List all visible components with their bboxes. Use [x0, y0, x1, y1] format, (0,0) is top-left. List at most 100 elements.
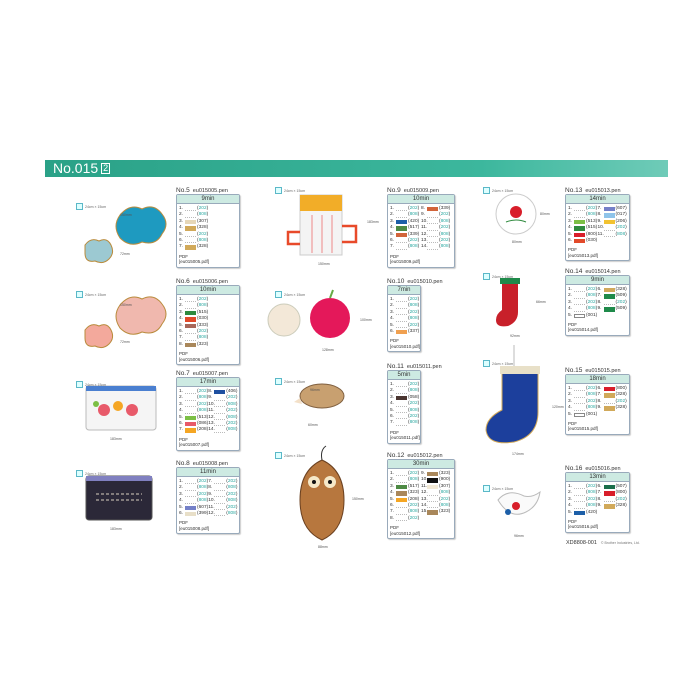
stocking-small-image [496, 278, 520, 327]
pdf-reference[interactable]: PDF[eu015006.pdf] [177, 348, 239, 364]
pdf-file-name[interactable]: [eu015006.pdf] [179, 356, 210, 362]
thread-color-swatch [574, 226, 585, 231]
pdf-reference[interactable]: PDF[eu015010.pdf] [388, 335, 420, 351]
pen-file-name[interactable]: eu015006.pen [192, 279, 228, 285]
pdf-reference[interactable]: PDF[eu015015.pdf] [566, 418, 629, 434]
thread-row: 3.(202) [390, 309, 420, 316]
pen-file-name[interactable]: eu015010.pen [407, 279, 443, 285]
thread-code: 808 [440, 244, 449, 250]
thread-order: 1. [568, 386, 573, 391]
thread-color-swatch [185, 390, 196, 395]
thread-color-swatch [396, 421, 407, 426]
dimension-label: 80mm [512, 240, 522, 244]
pdf-reference[interactable]: PDF[eu015012.pdf] [388, 522, 454, 538]
pdf-file-name[interactable]: [eu015015.pdf] [568, 426, 599, 432]
thread-column: 6.(800)7.(328)8.(202)9.(328) [598, 386, 628, 418]
thread-row: 10.(808) [421, 218, 451, 225]
pdf-reference[interactable]: PDF[eu015013.pdf] [566, 244, 629, 260]
pdf-file-name[interactable]: [eu015014.pdf] [568, 327, 599, 333]
thread-code: 202 [227, 479, 236, 484]
thread-columns: 1.(202)2.(808)3.(515)4.(030)5.(333)6.(20… [177, 295, 239, 348]
pdf-reference[interactable]: PDF[eu015008.pdf] [177, 517, 239, 533]
pdf-reference[interactable]: PDF[eu015014.pdf] [566, 319, 629, 335]
pen-file-name[interactable]: eu015011.pen [406, 364, 442, 370]
pen-file-name[interactable]: eu015013.pen [585, 188, 621, 194]
pdf-file-name[interactable]: [eu015009.pdf] [390, 259, 421, 265]
thread-code: 208 [409, 496, 418, 502]
thread-row: 2.(808) [568, 212, 598, 218]
pdf-file-name[interactable]: [eu015013.pdf] [568, 252, 599, 258]
pdf-file-name[interactable]: [eu015007.pdf] [179, 442, 210, 448]
thread-row: 8.(202) [597, 299, 627, 306]
thread-row: 3.(202) [568, 398, 598, 405]
pdf-file-name[interactable]: [eu015010.pdf] [390, 343, 421, 349]
thread-order: 4. [568, 225, 573, 231]
pdf-file-name[interactable]: [eu015005.pdf] [179, 259, 210, 265]
thread-color-swatch [396, 504, 407, 509]
thread-order: 3. [179, 491, 184, 497]
thread-row: 4.(808) [568, 503, 598, 509]
apple-image [267, 289, 350, 338]
thread-color-swatch [185, 330, 196, 335]
thread-code: 808 [198, 237, 207, 243]
pen-file-name[interactable]: eu015009.pen [403, 188, 439, 194]
pdf-file-name[interactable]: [eu015016.pdf] [568, 524, 599, 530]
pen-file-name[interactable]: eu015008.pen [192, 461, 228, 467]
pdf-reference[interactable]: PDF[eu015009.pdf] [388, 251, 454, 267]
pdf-reference[interactable]: PDF[eu015007.pdf] [177, 434, 239, 450]
pdf-reference[interactable]: PDF[eu015005.pdf] [177, 251, 239, 267]
thread-color-swatch [396, 491, 407, 496]
pen-file-name[interactable]: eu015012.pen [407, 453, 443, 459]
pdf-file-name[interactable]: [eu015011.pdf] [390, 435, 420, 441]
pdf-reference[interactable]: PDF[eu015011.pdf] [388, 427, 420, 443]
thread-row: 5.(333) [179, 322, 209, 328]
pdf-label: PDF [390, 253, 399, 259]
pen-file-name[interactable]: eu015005.pen [192, 188, 228, 194]
thread-color-swatch [185, 480, 196, 485]
thread-order: 5. [179, 322, 184, 328]
hoop-icon [275, 452, 282, 459]
thread-order: 11. [421, 483, 428, 489]
thread-order: 2. [568, 490, 573, 496]
thread-order: 12. [421, 490, 428, 496]
thread-row: 12.(808) [208, 510, 238, 517]
pdf-reference[interactable]: PDF[eu015016.pdf] [566, 516, 629, 532]
thread-column: 7.(202)8.(808)9.(202)10.(808)11.(202)12.… [208, 479, 237, 517]
thread-order: 6. [597, 484, 602, 489]
thread-code: 086 [198, 420, 207, 426]
thread-row: 5.(208) [390, 496, 420, 502]
thread-code: 420 [587, 509, 596, 515]
thread-code: 900 [440, 477, 449, 483]
pdf-label: PDF [568, 247, 577, 253]
thread-color-swatch [396, 213, 407, 218]
dimension-label: 96mm [514, 534, 524, 538]
design-number: No.5 [176, 187, 190, 194]
thread-row: 7.(808) [390, 509, 420, 515]
hoop-size-label: 24cm × 15cm [483, 187, 513, 194]
thread-code: 808 [198, 408, 207, 414]
pen-file-name[interactable]: eu015015.pen [585, 368, 621, 374]
thread-order: 5. [390, 231, 395, 237]
thread-code: 339 [409, 231, 418, 237]
thread-order: 12. [208, 510, 215, 516]
pen-file-name[interactable]: eu015016.pen [585, 466, 621, 472]
pdf-file-name[interactable]: [eu015012.pdf] [390, 530, 421, 536]
thread-color-swatch [214, 506, 226, 510]
pdf-label: PDF [179, 351, 188, 357]
thread-color-swatch [396, 329, 407, 335]
thread-row: 1.(202) [179, 206, 209, 212]
pdf-file-name[interactable]: [eu015008.pdf] [179, 525, 210, 531]
tag-pink-image [84, 296, 167, 349]
thread-columns: 1.(202)2.(808)3.(202)4.(808)5.(001)6.(80… [566, 384, 629, 418]
pen-file-name[interactable]: eu015014.pen [585, 269, 621, 275]
thread-code: 202 [587, 398, 596, 404]
pen-file-name[interactable]: eu015007.pen [192, 371, 228, 377]
thread-row: 3.(513) [568, 218, 598, 225]
thread-order: 1. [390, 471, 395, 476]
